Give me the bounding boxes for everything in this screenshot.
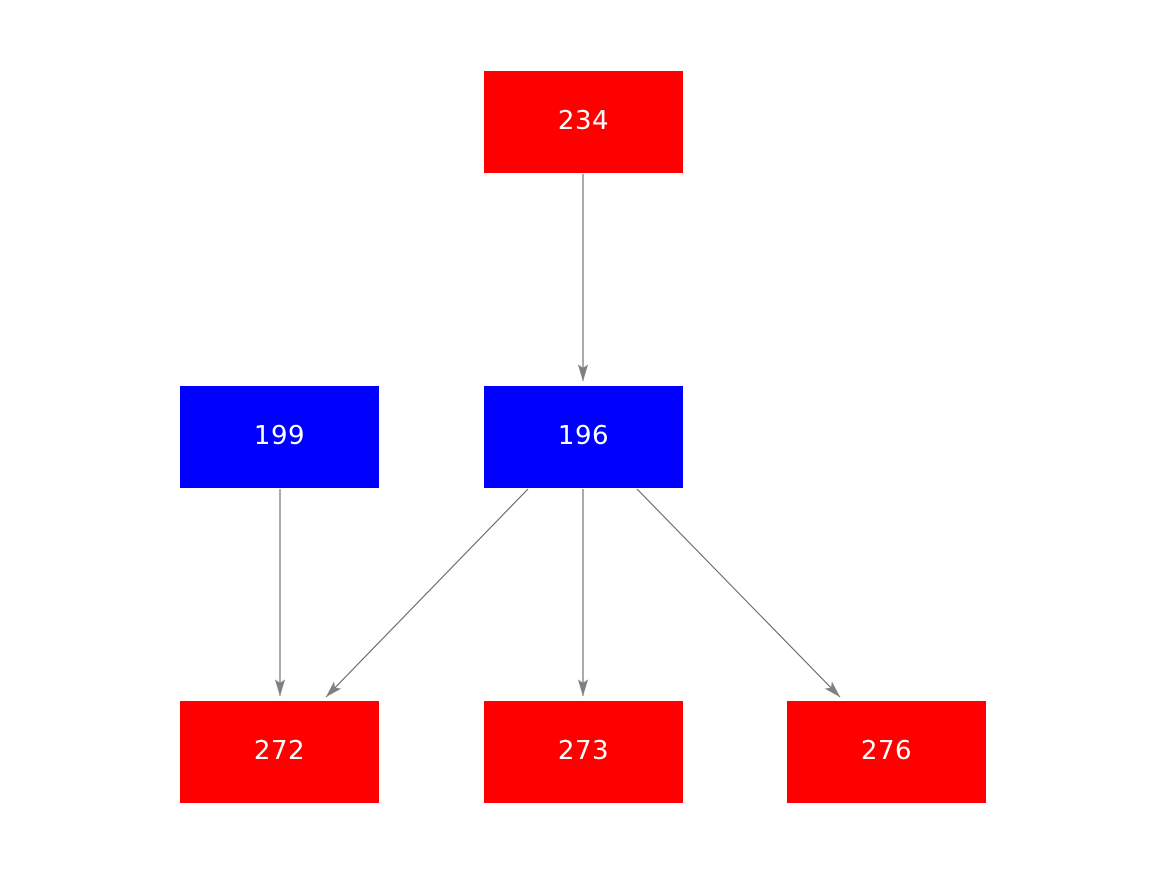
- graph-node-199[interactable]: 199: [180, 386, 379, 488]
- graph-edge-196-to-272: [325, 488, 529, 698]
- graph-node-272[interactable]: 272: [180, 701, 379, 803]
- graph-node-273[interactable]: 273: [484, 701, 683, 803]
- graph-edge-196-to-276: [636, 488, 841, 698]
- node-label: 276: [860, 736, 913, 766]
- node-label: 272: [253, 736, 306, 766]
- node-label: 234: [557, 106, 610, 136]
- graph-node-276[interactable]: 276: [787, 701, 986, 803]
- node-label: 273: [557, 736, 610, 766]
- node-label: 196: [557, 421, 610, 451]
- node-label: 199: [253, 421, 306, 451]
- graph-node-196[interactable]: 196: [484, 386, 683, 488]
- graph-node-234[interactable]: 234: [484, 71, 683, 173]
